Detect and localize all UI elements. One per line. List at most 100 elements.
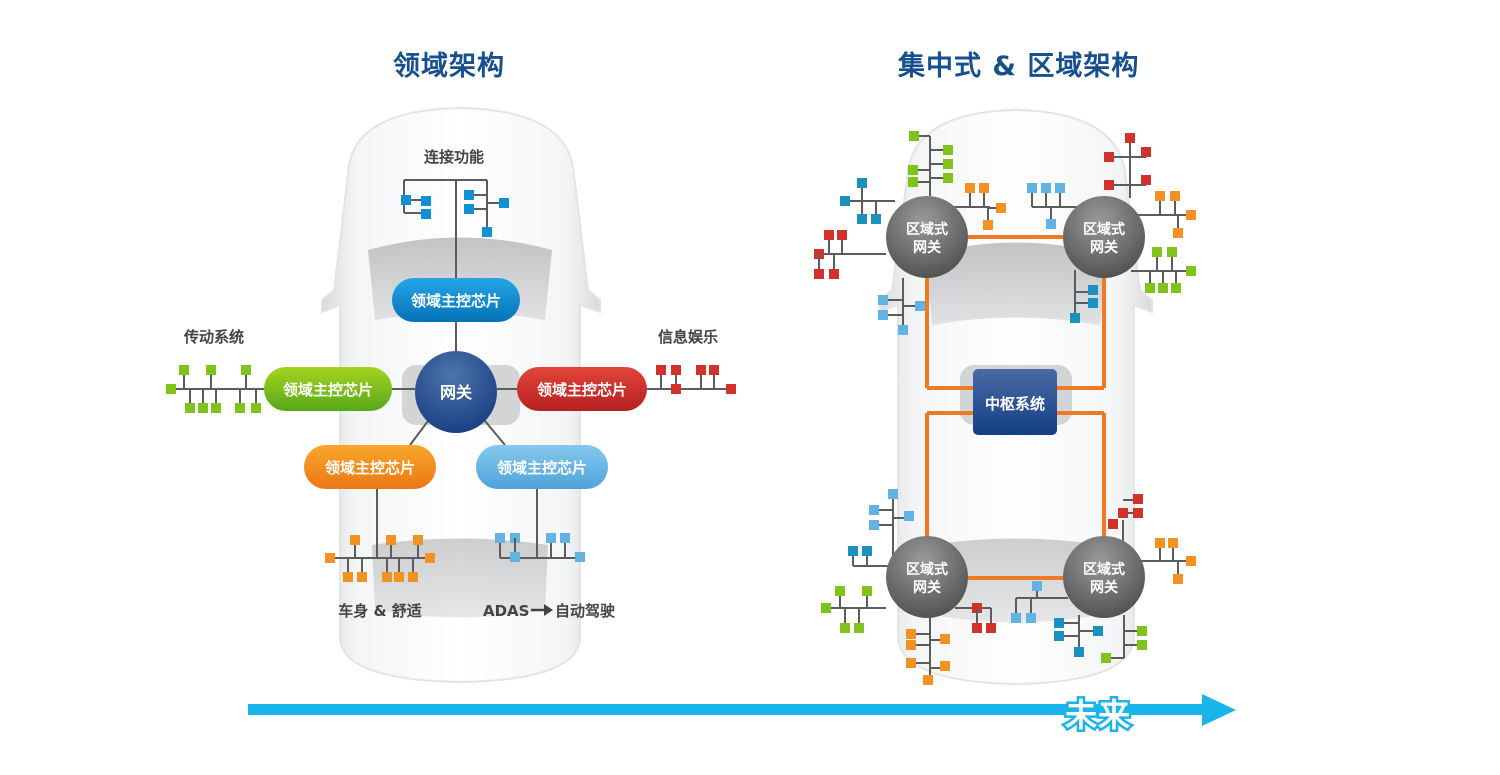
ecu-node: [241, 365, 251, 375]
ecu-node: [862, 546, 872, 556]
ecu-node: [1108, 519, 1118, 529]
ecu-node: [1133, 508, 1143, 518]
ecu-node: [1032, 581, 1042, 591]
domain-chip-infotainment[interactable]: 领域主控芯片: [517, 367, 647, 411]
ecu-node: [1027, 183, 1037, 193]
domain-label-adas: ADAS: [483, 602, 529, 620]
ecu-node: [1133, 494, 1143, 504]
gateway-node[interactable]: 网关: [415, 351, 497, 433]
ecu-node: [814, 269, 824, 279]
zone-gateway-label: 网关: [1090, 239, 1118, 256]
ecu-node: [940, 661, 950, 671]
ecu-node: [1041, 183, 1051, 193]
ecu-node: [1155, 538, 1165, 548]
ecu-node: [1104, 152, 1114, 162]
zone-gateway-front-left[interactable]: 区域式 网关: [886, 196, 968, 278]
ecu-node: [671, 365, 681, 375]
zone-gateway-rear-left[interactable]: 区域式 网关: [886, 536, 968, 618]
domain-chip-connectivity[interactable]: 领域主控芯片: [392, 278, 520, 322]
ecu-node: [394, 572, 404, 582]
ecu-node: [854, 623, 864, 633]
ecu-node: [940, 634, 950, 644]
domain-label-connectivity: 连接功能: [424, 148, 484, 166]
ecu-node: [1173, 228, 1183, 238]
ecu-node: [824, 230, 834, 240]
chip-label: 领域主控芯片: [324, 459, 415, 477]
ecu-node: [904, 511, 914, 521]
timeline-bar: [248, 704, 1208, 715]
central-system-node[interactable]: 中枢系统: [973, 369, 1057, 435]
ecu-node: [837, 230, 847, 240]
ecu-node: [983, 220, 993, 230]
ecu-node: [965, 183, 975, 193]
ecu-node: [1074, 647, 1084, 657]
ecu-node: [709, 365, 719, 375]
ecu-node: [656, 365, 666, 375]
ecu-node: [943, 145, 953, 155]
ecu-node: [943, 173, 953, 183]
ecu-node: [840, 623, 850, 633]
ecu-node: [198, 403, 208, 413]
ecu-node: [862, 586, 872, 596]
left-title: 领域架构: [393, 51, 505, 82]
ecu-node: [986, 623, 996, 633]
ecu-node: [546, 533, 556, 543]
ecu-node: [1088, 285, 1098, 295]
ecu-node: [857, 178, 867, 188]
ecu-node: [1026, 613, 1036, 623]
ecu-node: [421, 196, 431, 206]
zone-gateway-rear-right[interactable]: 区域式 网关: [1063, 536, 1145, 618]
ecu-node: [382, 572, 392, 582]
domain-chip-body-comfort[interactable]: 领域主控芯片: [304, 445, 436, 489]
ecu-node: [413, 535, 423, 545]
domain-label-powertrain: 传动系统: [183, 328, 244, 346]
ecu-node: [908, 165, 918, 175]
ecu-node: [829, 269, 839, 279]
ecu-node: [696, 365, 706, 375]
ecu-node: [1186, 266, 1196, 276]
ecu-node: [1141, 147, 1151, 157]
ecu-node: [464, 190, 474, 200]
gateway-label: 网关: [440, 383, 472, 402]
ecu-node: [206, 365, 216, 375]
ecu-node: [869, 505, 879, 515]
arrow-right-icon: [531, 604, 553, 616]
ecu-node: [1118, 508, 1128, 518]
ecu-node: [869, 520, 879, 530]
ecu-node: [906, 629, 916, 639]
ecu-node: [835, 586, 845, 596]
ecu-node: [840, 196, 850, 206]
ecu-node: [1170, 191, 1180, 201]
ecu-node: [343, 572, 353, 582]
ecu-node: [915, 301, 925, 311]
bus-line: [409, 420, 429, 446]
ecu-node: [350, 535, 360, 545]
ecu-node: [1054, 618, 1064, 628]
ecu-node: [1104, 180, 1114, 190]
ecu-node: [1137, 626, 1147, 636]
ecu-node: [1055, 183, 1065, 193]
ecu-node: [1054, 631, 1064, 641]
ecu-node: [464, 204, 474, 214]
ecu-node: [1101, 653, 1111, 663]
timeline-label: 未来: [1062, 694, 1132, 737]
ecu-node: [1141, 175, 1151, 185]
domain-chip-powertrain[interactable]: 领域主控芯片: [264, 367, 392, 411]
ecu-node: [909, 131, 919, 141]
ecu-node: [1046, 219, 1056, 229]
ecu-node: [401, 195, 411, 205]
chip-label: 领域主控芯片: [536, 381, 627, 399]
ecu-node: [386, 535, 396, 545]
zone-gateway-front-right[interactable]: 区域式 网关: [1063, 196, 1145, 278]
ecu-node: [1171, 283, 1181, 293]
domain-chip-adas[interactable]: 领域主控芯片: [476, 445, 608, 489]
ecu-node: [1137, 640, 1147, 650]
ecu-node: [251, 403, 261, 413]
ecu-node: [1093, 626, 1103, 636]
ecu-node: [857, 214, 867, 224]
ecu-node: [671, 384, 681, 394]
right-zone-network: [814, 131, 1196, 685]
zone-gateway-label: 网关: [913, 239, 941, 256]
zone-gateway-label: 区域式: [906, 221, 948, 238]
ecu-node: [1186, 556, 1196, 566]
